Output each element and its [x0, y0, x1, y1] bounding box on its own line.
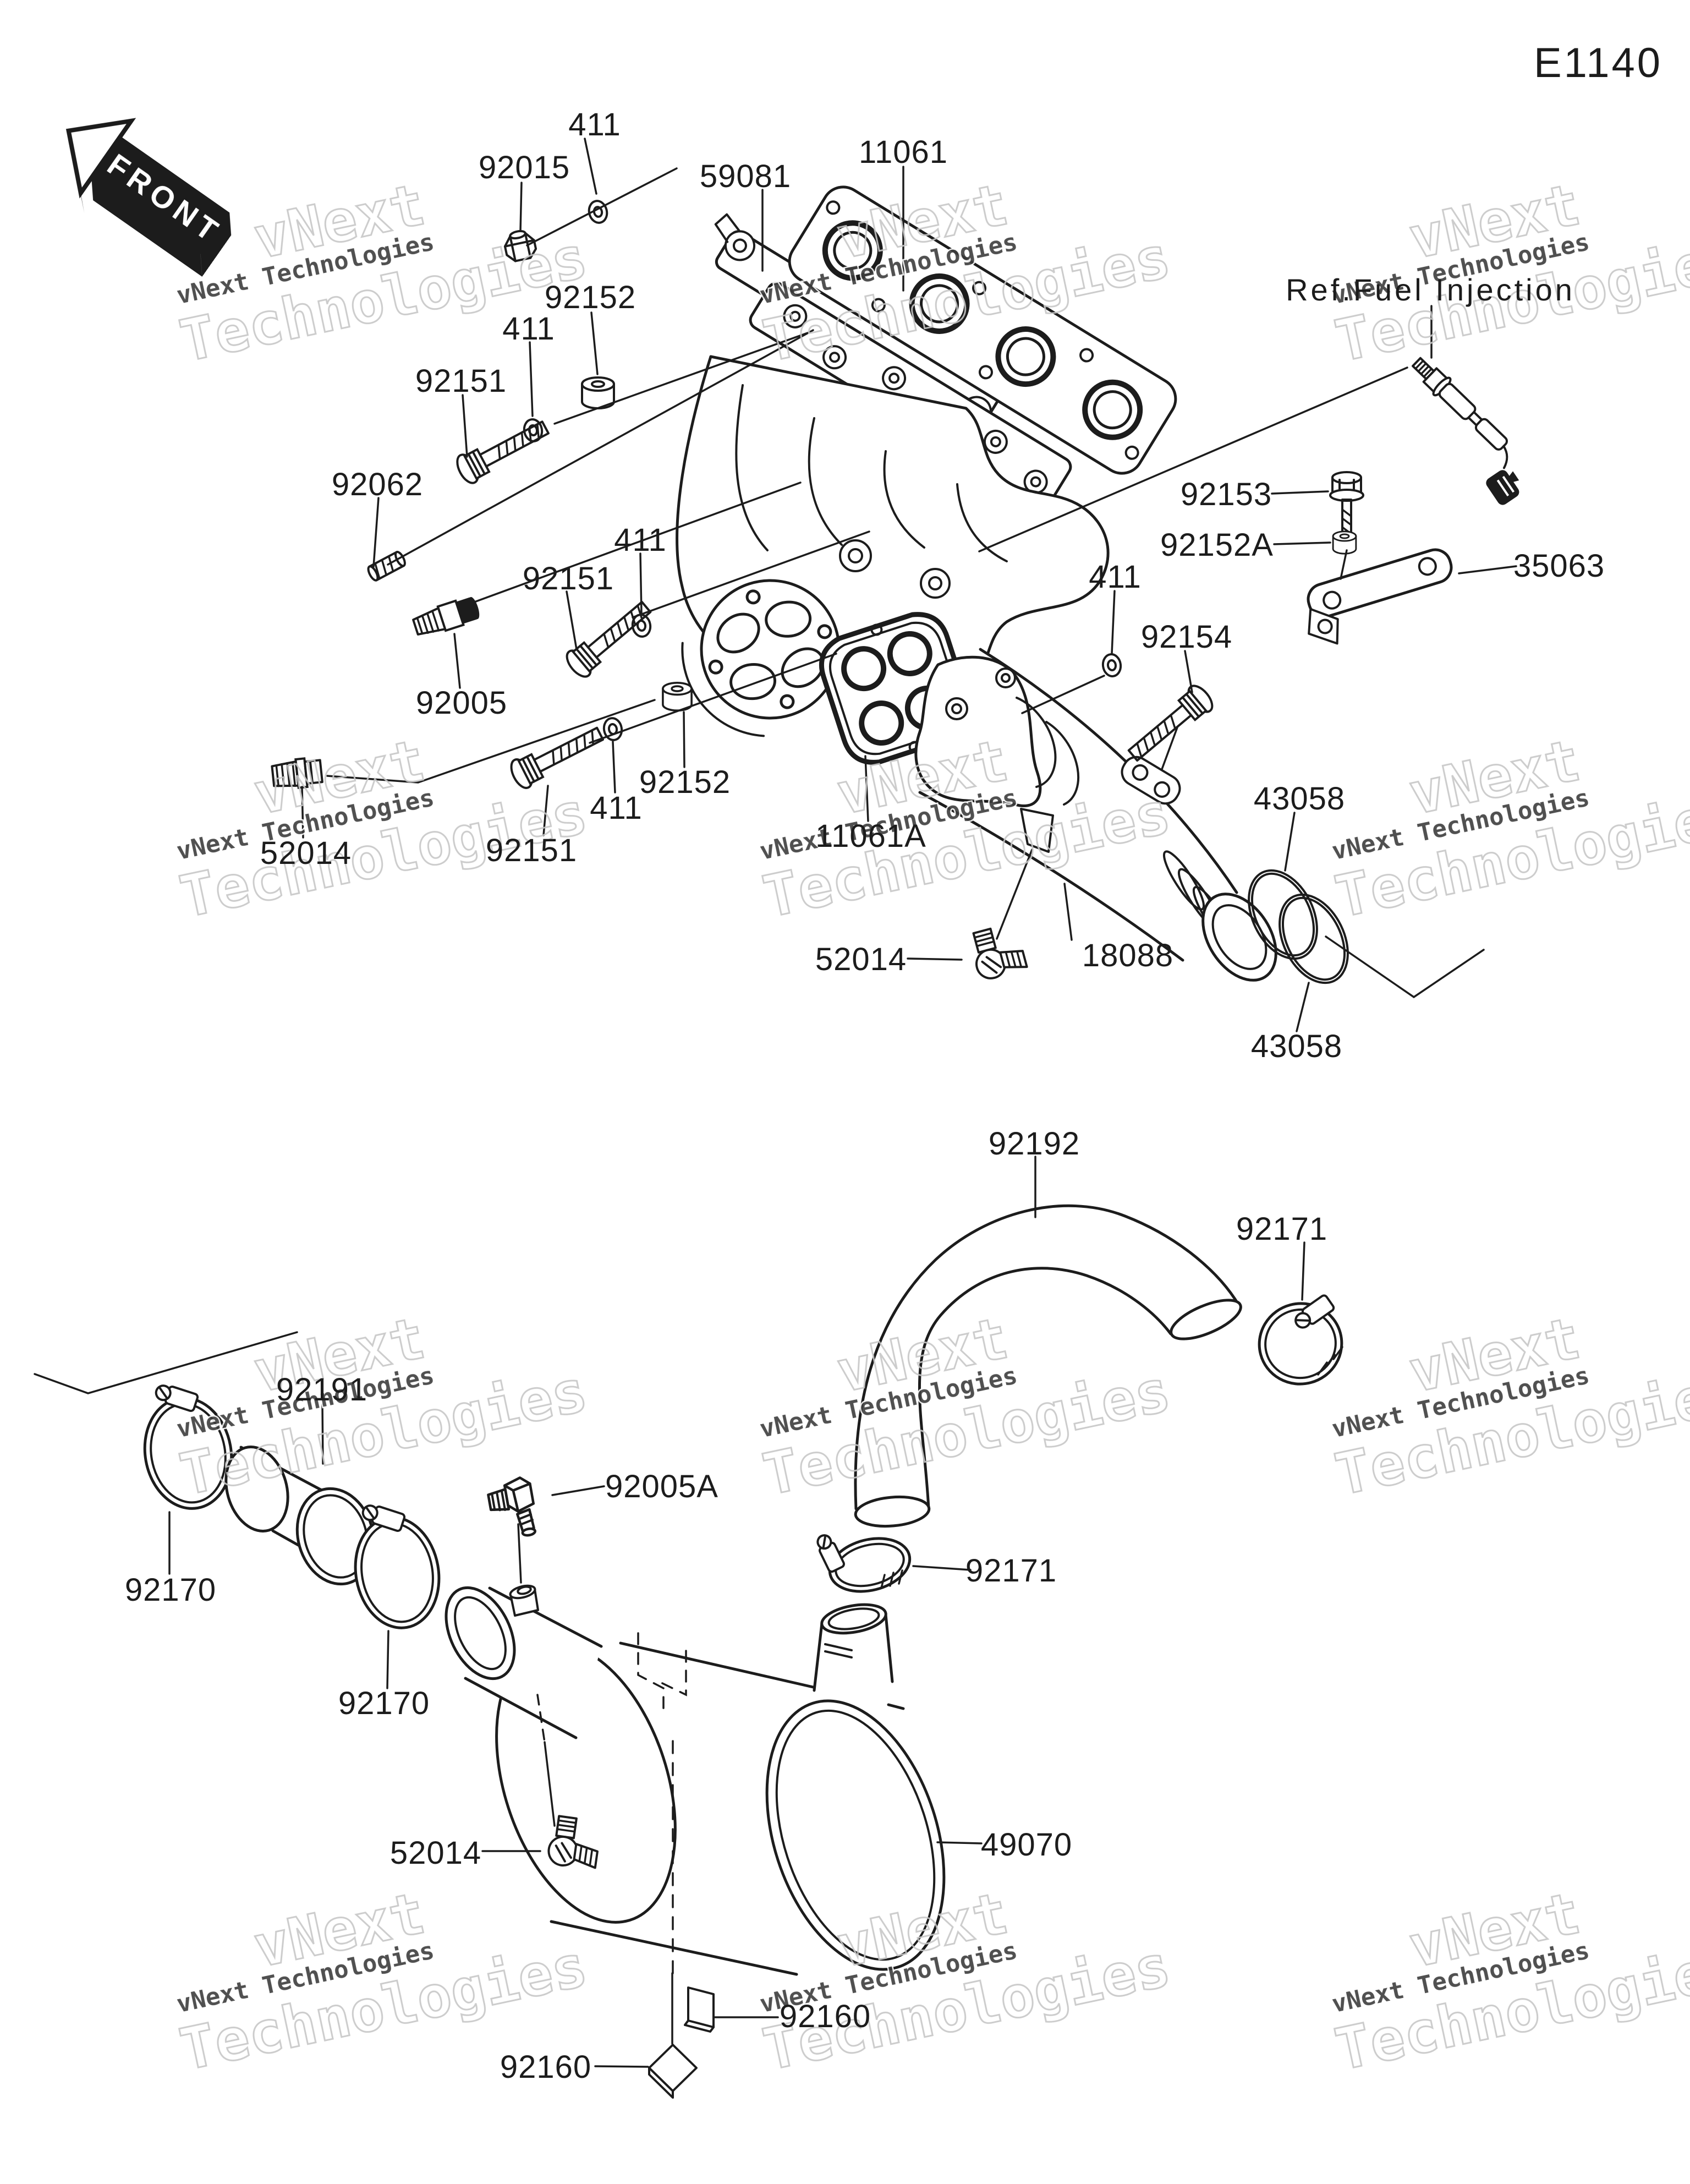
callout-92005A: 92005A: [605, 1469, 718, 1504]
callout-92152A: 92152A: [1160, 527, 1274, 563]
alignment-line: [589, 653, 837, 744]
damper-pad-icon: [648, 2044, 698, 2099]
leader-line: [386, 1630, 389, 1689]
leader-line: [1273, 541, 1331, 545]
stud-icon: [366, 551, 407, 582]
leader-line: [612, 741, 616, 793]
callout-92154: 92154: [1141, 619, 1232, 655]
hose-clamp-icon: [816, 1534, 912, 1593]
hose-clamp-icon: [1258, 1294, 1343, 1386]
leader-line: [584, 138, 597, 195]
callout-59081: 59081: [700, 158, 791, 194]
alignment-line: [978, 366, 1408, 552]
callout-92191: 92191: [276, 1372, 367, 1408]
leader-line: [1284, 812, 1296, 872]
leader-line: [1296, 982, 1310, 1032]
collar-icon: [662, 682, 693, 711]
fuel-injection-sensor-icon: [1412, 357, 1519, 505]
washer-icon: [1100, 652, 1123, 679]
callout-92170-2: 92170: [338, 1685, 430, 1721]
front-arrow-icon: FRONT: [65, 118, 232, 277]
leader-line: [639, 552, 643, 614]
callout-92062: 92062: [332, 467, 423, 502]
callout-92005: 92005: [416, 685, 507, 721]
leader-line: [1063, 883, 1073, 941]
leader-line: [519, 182, 523, 232]
bolt-icon: [1122, 680, 1218, 769]
callout-18088: 18088: [1082, 938, 1173, 973]
alignment-line: [1161, 726, 1178, 770]
callout-92015: 92015: [479, 150, 570, 185]
leader-line: [566, 590, 578, 650]
callout-labels: E1140 Ref.Fuel Injection 411 92015 11061…: [125, 40, 1662, 2085]
leader-line: [1301, 1241, 1305, 1301]
callout-92160-1: 92160: [780, 1999, 871, 2034]
leader-line: [372, 497, 380, 568]
muffler-assembly-drawing: [143, 1204, 1343, 2099]
callout-92153: 92153: [1181, 477, 1272, 512]
bracket-35063-drawing: [1307, 548, 1453, 645]
alignment-line: [517, 1523, 522, 1584]
elbow-fitting-icon: [967, 921, 1029, 983]
ref-fuel-injection-note: Ref.Fuel Injection: [1286, 272, 1575, 307]
alignment-line: [1325, 935, 1485, 999]
damper-pad-icon: [684, 1986, 715, 2033]
callout-52014-2: 52014: [815, 942, 907, 977]
callout-411-1: 411: [568, 107, 621, 143]
alignment-line: [470, 481, 802, 604]
callout-92152-1: 92152: [545, 280, 636, 315]
leader-line: [936, 1841, 983, 1844]
alignment-line: [34, 1331, 298, 1394]
callout-52014-1: 52014: [260, 835, 352, 871]
callout-92151-3: 92151: [486, 833, 577, 868]
hose-clamp-icon: [354, 1504, 441, 1629]
manifold-outlet-flange-drawing: [681, 579, 841, 737]
leader-line: [1111, 590, 1116, 655]
leader-line: [453, 633, 461, 689]
callout-411-5: 411: [1089, 559, 1141, 595]
collar-icon: [1332, 530, 1357, 555]
leader-line: [1184, 650, 1193, 693]
tee-fitting-icon: [486, 1476, 539, 1541]
callout-11061: 11061: [859, 134, 948, 170]
leader-line: [590, 311, 599, 375]
callout-49070: 49070: [981, 1827, 1072, 1863]
callout-92171-1: 92171: [1236, 1211, 1327, 1247]
leader-line: [462, 394, 468, 458]
callout-43058-1: 43058: [1254, 781, 1345, 817]
callout-92151-2: 92151: [523, 561, 614, 596]
bolt-icon: [453, 414, 553, 486]
leader-line: [1458, 565, 1517, 574]
alignment-line: [1340, 549, 1348, 580]
callout-92160-2: 92160: [500, 2049, 591, 2085]
callout-92170-1: 92170: [125, 1572, 216, 1608]
leader-line: [907, 957, 963, 961]
callout-92152-2: 92152: [639, 764, 731, 800]
callout-92151-1: 92151: [415, 363, 507, 399]
leader-line: [551, 1485, 605, 1496]
callout-11061A: 11061A: [815, 818, 926, 854]
callout-52014-3: 52014: [390, 1835, 481, 1871]
callout-92192: 92192: [989, 1126, 1080, 1162]
nipple-fitting-icon: [410, 593, 483, 641]
alignment-line: [387, 329, 814, 566]
callout-43058-2: 43058: [1251, 1028, 1342, 1064]
leader-line: [1271, 490, 1329, 495]
leader-line: [912, 1565, 972, 1571]
leader-line: [594, 2065, 649, 2068]
callout-411-3: 411: [614, 522, 666, 558]
callout-411-4: 411: [590, 790, 642, 826]
callout-35063: 35063: [1513, 548, 1605, 584]
alignment-line: [544, 1741, 556, 1827]
callout-411-2: 411: [502, 311, 555, 347]
alignment-line: [632, 530, 870, 618]
callout-92171-2: 92171: [965, 1553, 1057, 1589]
bolt-icon: [506, 719, 608, 792]
alignment-line: [536, 1694, 546, 1743]
page-code: E1140: [1534, 40, 1662, 86]
alignment-line: [1021, 675, 1105, 714]
leader-line: [529, 341, 534, 417]
